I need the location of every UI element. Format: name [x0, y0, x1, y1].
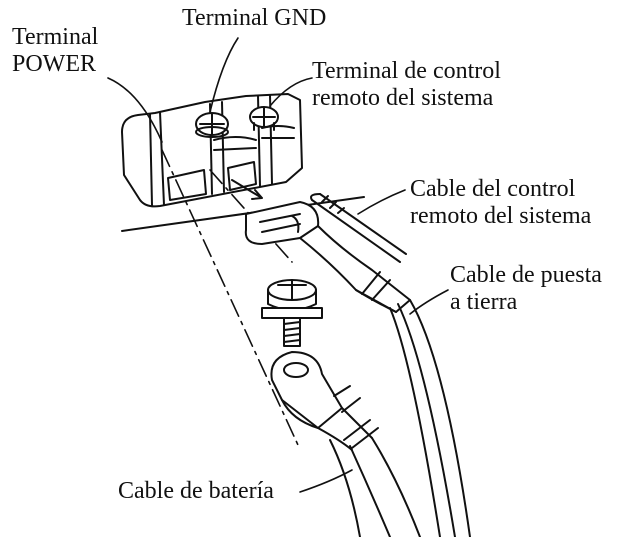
- label-remote-terminal-line1: Terminal de control: [312, 58, 501, 84]
- alignment-lines: [161, 149, 299, 446]
- baseline: [121, 196, 365, 232]
- label-remote-cable: Cable del control remoto del sistema: [410, 176, 591, 230]
- label-remote-cable-line2: remoto del sistema: [410, 203, 592, 229]
- label-ground-cable: Cable de puesta a tierra: [450, 262, 602, 316]
- label-terminal-power-line1: Terminal: [12, 24, 99, 50]
- remote-screw-icon: [249, 106, 279, 131]
- label-remote-cable-line1: Cable del control: [410, 176, 576, 202]
- gnd-screw-icon: [195, 112, 229, 138]
- ground-cable: [244, 201, 471, 537]
- label-battery-cable: Cable de batería: [118, 478, 274, 505]
- battery-cable: [270, 351, 421, 537]
- label-terminal-power: Terminal POWER: [12, 24, 98, 78]
- label-remote-terminal-line2: remoto del sistema: [312, 85, 494, 111]
- label-ground-cable-line1: Cable de puesta: [450, 262, 602, 288]
- label-battery-cable-line1: Cable de batería: [118, 478, 274, 504]
- remote-control-cable: [310, 193, 407, 263]
- label-terminal-gnd: Terminal GND: [182, 5, 326, 32]
- bolt-icon: [261, 279, 323, 347]
- leader-lines: [107, 37, 449, 493]
- label-terminal-power-line2: POWER: [12, 51, 96, 77]
- label-ground-cable-line2: a tierra: [450, 289, 518, 315]
- label-terminal-gnd-line1: Terminal GND: [182, 5, 327, 31]
- label-remote-terminal: Terminal de control remoto del sistema: [312, 58, 501, 112]
